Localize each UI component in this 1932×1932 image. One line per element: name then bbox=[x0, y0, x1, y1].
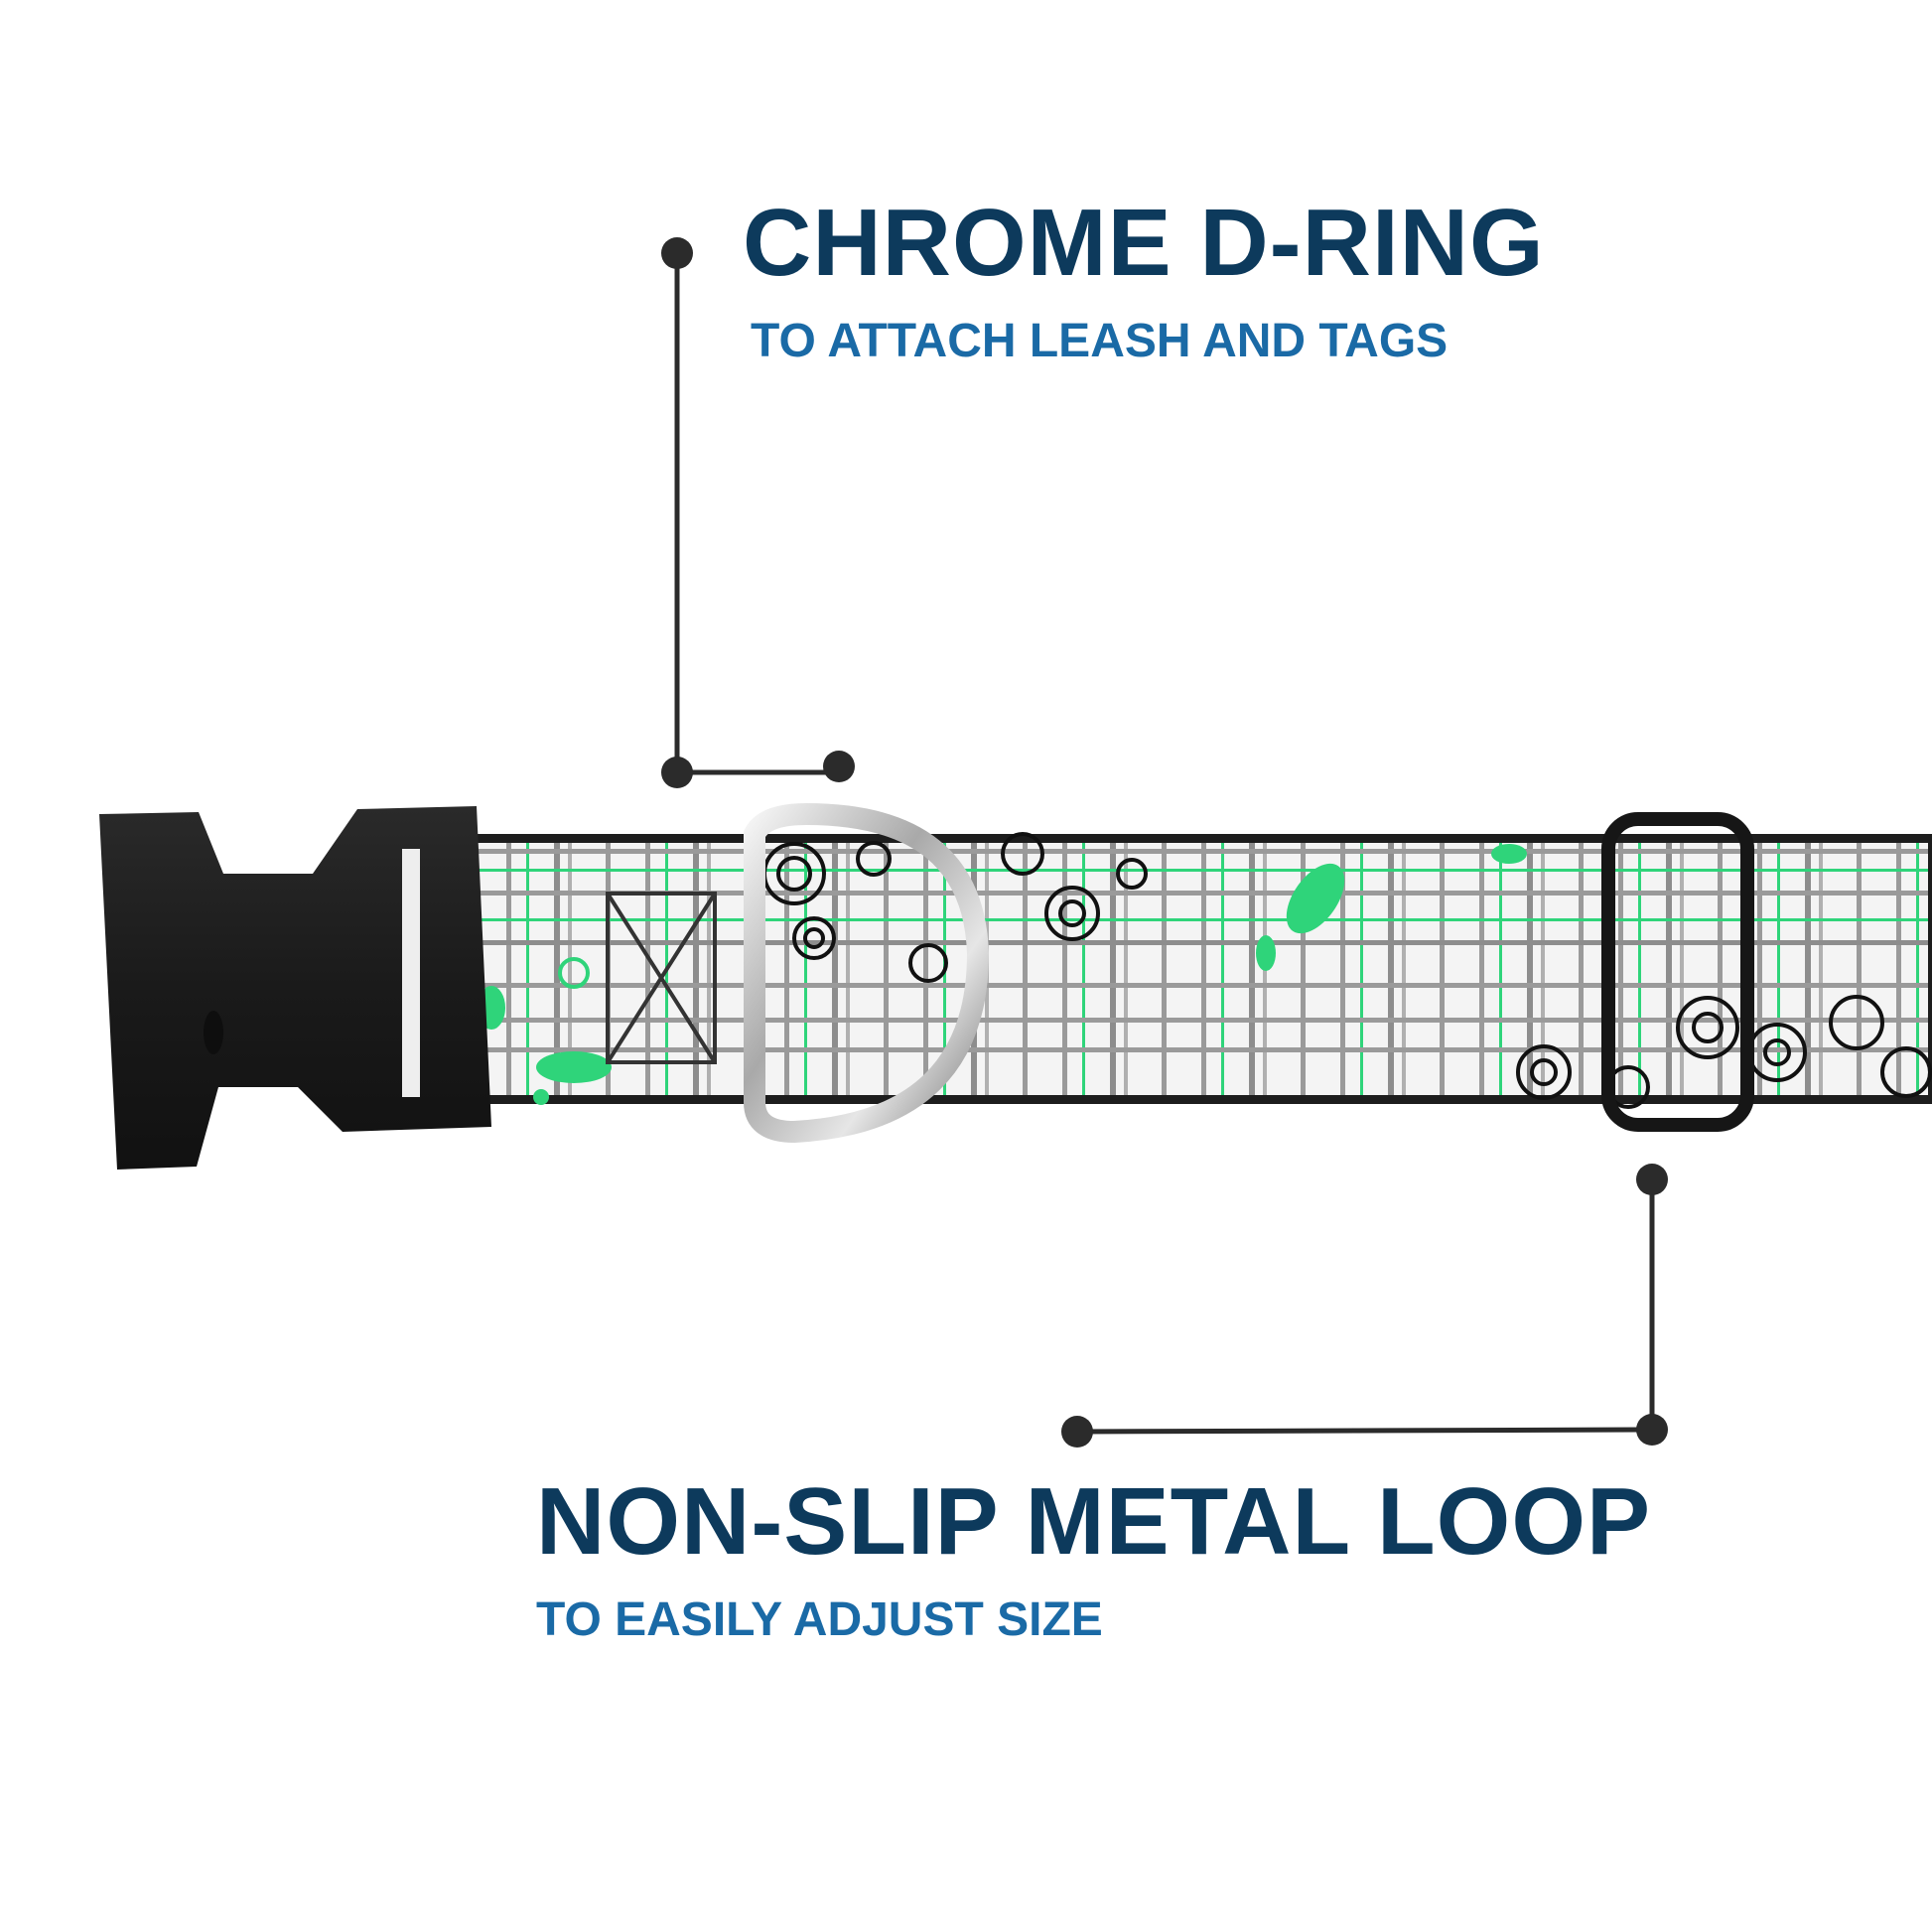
chrome-d-ring bbox=[744, 802, 990, 1144]
dring-leader-line bbox=[661, 237, 855, 788]
loop-callout-title: NON-SLIP METAL LOOP bbox=[536, 1468, 1652, 1575]
collar-strap bbox=[405, 834, 1932, 1104]
dring-callout-title: CHROME D-RING bbox=[743, 190, 1545, 296]
loop-leader-line bbox=[1061, 1164, 1668, 1448]
paint-splatter-pattern bbox=[478, 844, 1527, 1105]
metal-slide-loop bbox=[1601, 812, 1754, 1132]
dring-callout-subtitle: TO ATTACH LEASH AND TAGS bbox=[751, 315, 1449, 367]
swirl-pattern bbox=[762, 832, 1932, 1109]
plastic-buckle bbox=[99, 806, 491, 1170]
stitched-reinforcement bbox=[606, 892, 717, 1064]
loop-callout-subtitle: TO EASILY ADJUST SIZE bbox=[536, 1593, 1103, 1646]
